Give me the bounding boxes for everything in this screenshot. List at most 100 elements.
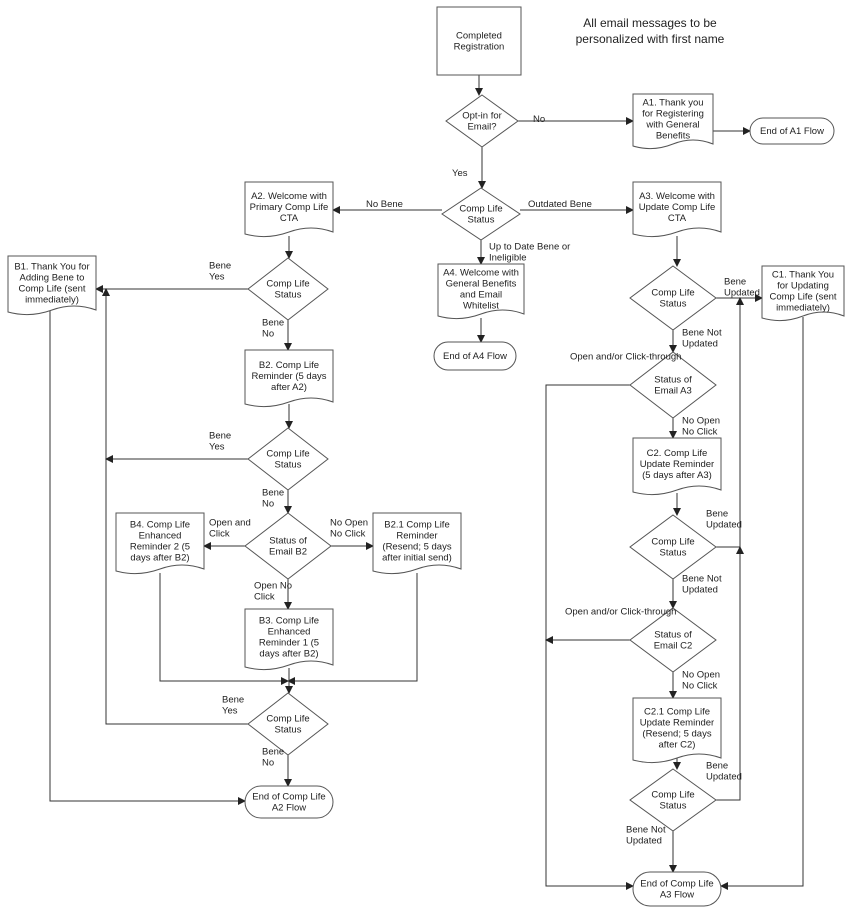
terminator-shape: [749, 117, 835, 145]
decision-shape: [445, 94, 519, 148]
document-shape: [7, 255, 97, 316]
decision-shape: [247, 692, 329, 756]
document-shape: [632, 181, 722, 238]
terminator-shape: [244, 785, 334, 819]
connector-lines: [49, 75, 804, 890]
decision-shape: [247, 257, 329, 321]
decision-shape: [629, 351, 717, 419]
connector-status-c3-to-right: [716, 546, 744, 801]
decision-shape: [629, 607, 717, 673]
document-shape: [632, 697, 722, 764]
connector-email-a3-to-left: [545, 384, 634, 890]
document-shape: [437, 263, 525, 320]
connector-b4-to-merge: [159, 573, 289, 685]
node-label-end_a1: End of A1 Flow: [760, 126, 824, 137]
document-shape: [115, 512, 205, 575]
process-shape: [436, 6, 522, 76]
decision-shape: [441, 187, 521, 241]
document-shape: [244, 349, 334, 408]
decision-shape: [629, 514, 717, 580]
edge-label-lbl_c2email_open: Open and/or Click-through: [565, 607, 676, 618]
edge-label-lbl_a3_open: Open and/or Click-through: [570, 352, 681, 363]
connector-status-b3-to-left: [102, 288, 248, 725]
connector-b1-to-end-a2: [49, 310, 246, 805]
document-shape: [761, 265, 845, 322]
node-end_a1: End of A1 Flow: [749, 117, 835, 145]
decision-shape: [629, 265, 717, 331]
document-shape: [244, 181, 334, 238]
edge-label-lbl_no_bene: No Bene: [366, 199, 403, 210]
document-shape: [372, 512, 462, 575]
node-label-end_a4: End of A4 Flow: [443, 351, 507, 362]
edge-label-lbl_yes_optin: Yes: [452, 168, 468, 179]
document-shape: [632, 93, 714, 150]
edge-label-lbl_outdated: Outdated Bene: [528, 199, 592, 210]
edge-label-lbl_no_optin: No: [533, 114, 545, 125]
decision-shape: [244, 512, 332, 580]
connector-b21-to-merge: [287, 573, 418, 685]
decision-shape: [247, 427, 329, 491]
